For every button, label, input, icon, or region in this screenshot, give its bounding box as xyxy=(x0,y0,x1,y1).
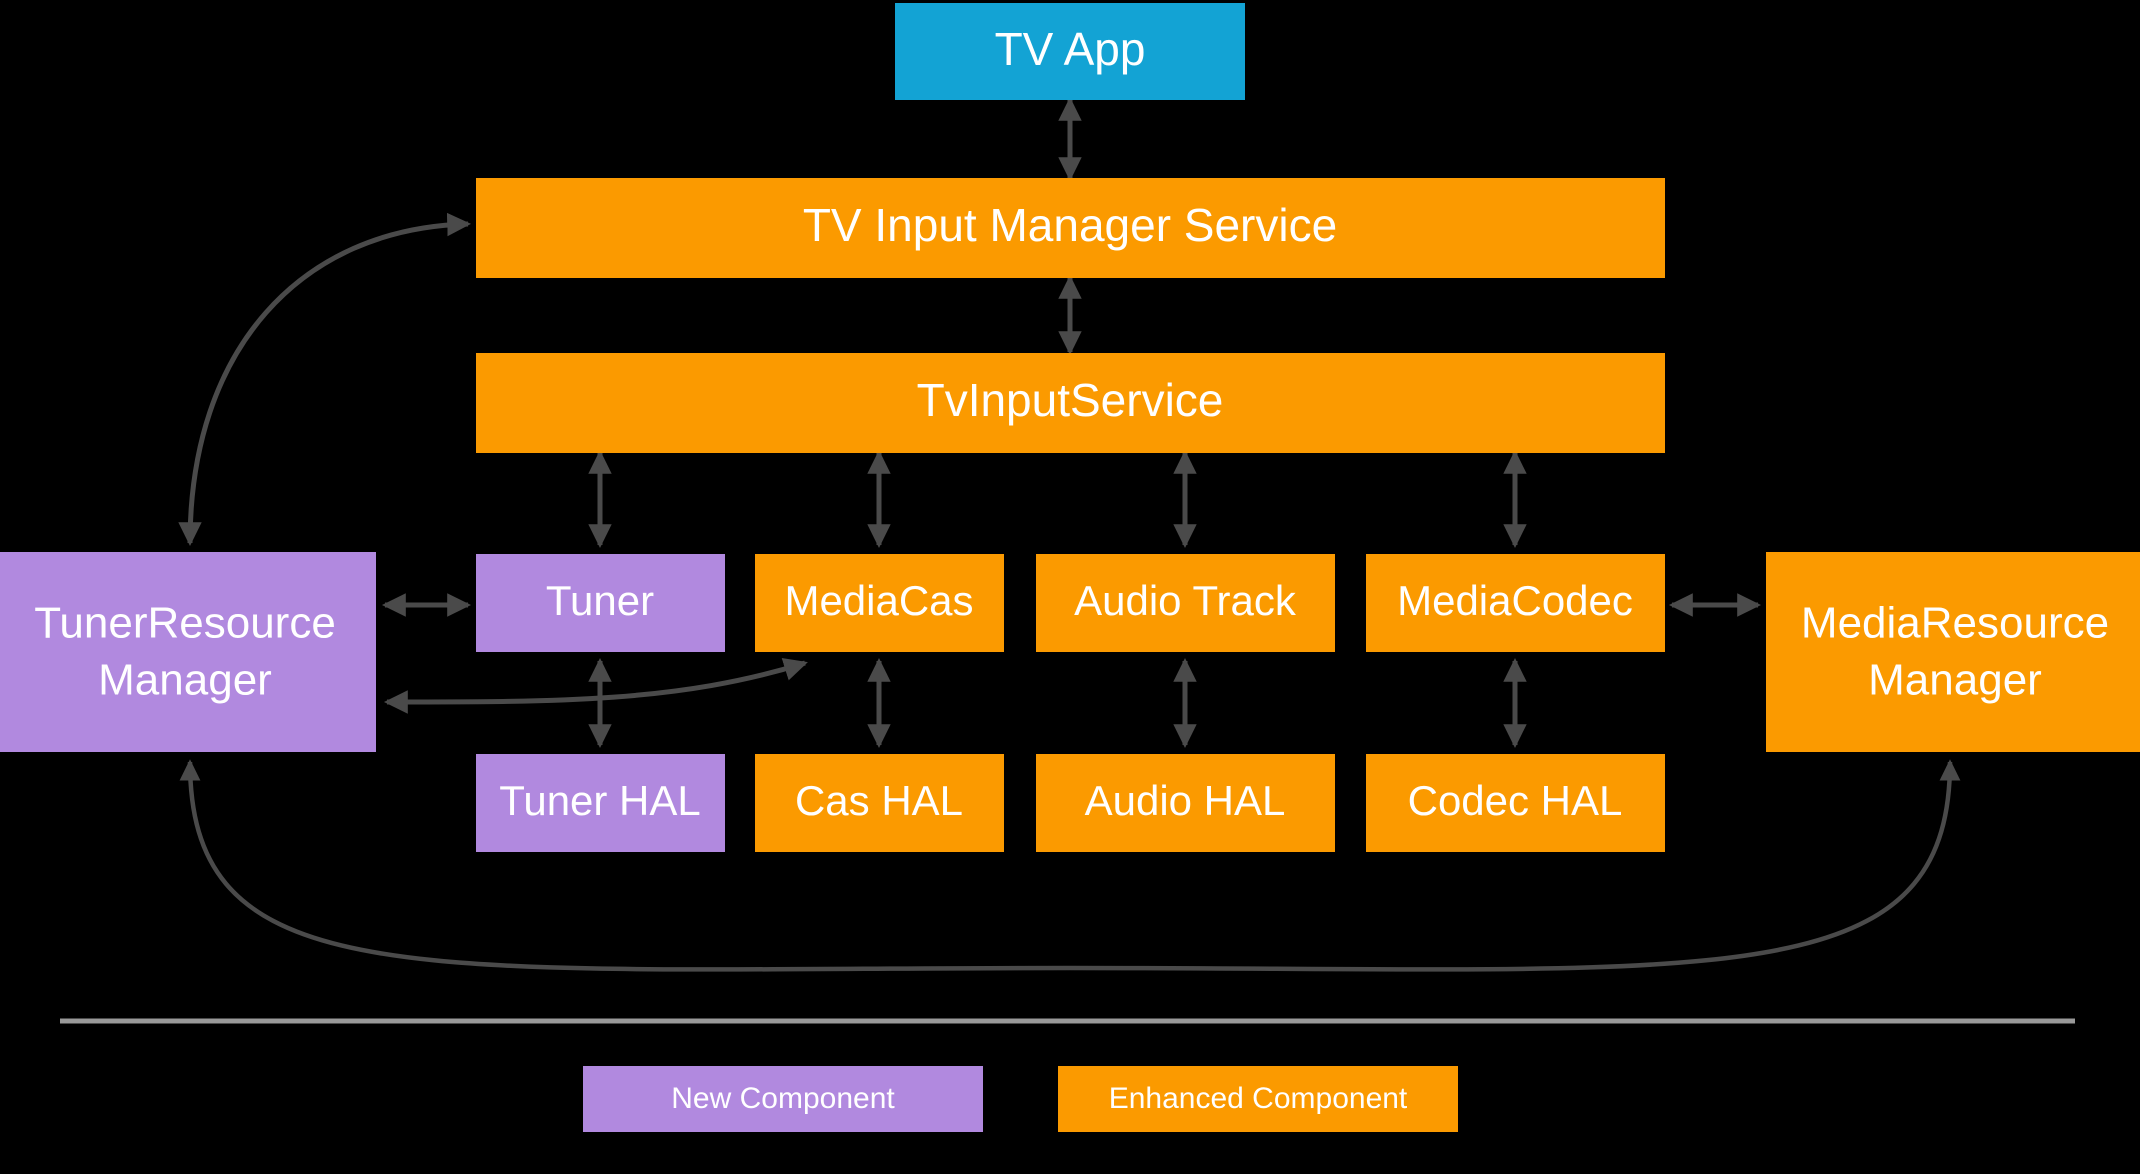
node-audio-track[interactable]: Audio Track xyxy=(1036,554,1335,652)
connector-tunerresourcemanager-tvinputmanagerservice xyxy=(178,212,472,547)
node-tuner-resource-manager-rect xyxy=(0,552,376,752)
legend-item-new-component: New Component xyxy=(583,1066,983,1132)
node-cas-hal[interactable]: Cas HAL xyxy=(755,754,1004,852)
node-tv-input-manager-service-label: TV Input Manager Service xyxy=(803,199,1337,251)
node-media-resource-manager-label-line2: Manager xyxy=(1868,656,2042,705)
node-media-cas[interactable]: MediaCas xyxy=(755,554,1004,652)
node-tuner-resource-manager-label-line1: TunerResource xyxy=(34,599,336,648)
connector-tunerresourcemanager-mediaresourcemanager xyxy=(179,759,1961,972)
node-tuner-hal-label: Tuner HAL xyxy=(499,777,701,824)
node-codec-hal-label: Codec HAL xyxy=(1408,777,1623,824)
node-cas-hal-rect xyxy=(755,754,1004,852)
node-tuner[interactable]: Tuner xyxy=(476,554,725,652)
node-tv-app-rect xyxy=(895,3,1245,100)
node-audio-track-rect xyxy=(1036,554,1335,652)
node-tuner-resource-manager-label-line2: Manager xyxy=(98,656,272,705)
node-media-resource-manager-label-line1: MediaResource xyxy=(1801,599,2109,648)
node-tv-app-label: TV App xyxy=(995,23,1146,75)
node-audio-hal[interactable]: Audio HAL xyxy=(1036,754,1335,852)
node-tv-input-manager-service[interactable]: TV Input Manager Service xyxy=(476,178,1665,278)
node-tv-input-service-label: TvInputService xyxy=(917,374,1224,426)
legend-swatch-enhanced-component xyxy=(1058,1066,1458,1132)
node-tuner-rect xyxy=(476,554,725,652)
node-media-codec-rect xyxy=(1366,554,1665,652)
node-tv-input-manager-service-rect xyxy=(476,178,1665,278)
legend-label-new-component: New Component xyxy=(671,1082,895,1115)
node-tv-input-service-rect xyxy=(476,353,1665,453)
node-tv-app[interactable]: TV App xyxy=(895,3,1245,100)
node-media-cas-label: MediaCas xyxy=(784,577,973,624)
node-media-codec[interactable]: MediaCodec xyxy=(1366,554,1665,652)
node-tv-input-service[interactable]: TvInputService xyxy=(476,353,1665,453)
node-codec-hal[interactable]: Codec HAL xyxy=(1366,754,1665,852)
node-audio-track-label: Audio Track xyxy=(1074,577,1297,624)
node-audio-hal-label: Audio HAL xyxy=(1085,777,1286,824)
node-media-resource-manager-rect xyxy=(1766,552,2140,752)
node-cas-hal-label: Cas HAL xyxy=(795,777,963,824)
node-media-codec-label: MediaCodec xyxy=(1397,577,1633,624)
node-codec-hal-rect xyxy=(1366,754,1665,852)
node-media-cas-rect xyxy=(755,554,1004,652)
legend-swatch-new-component xyxy=(583,1066,983,1132)
node-tuner-resource-manager[interactable]: TunerResource Manager xyxy=(0,552,376,752)
legend-item-enhanced-component: Enhanced Component xyxy=(1058,1066,1458,1132)
node-tuner-hal[interactable]: Tuner HAL xyxy=(476,754,725,852)
node-tuner-label: Tuner xyxy=(546,577,654,624)
connector-tunerresourcemanager-mediacas xyxy=(383,658,808,714)
legend-label-enhanced-component: Enhanced Component xyxy=(1109,1082,1408,1115)
node-tuner-hal-rect xyxy=(476,754,725,852)
node-media-resource-manager[interactable]: MediaResource Manager xyxy=(1766,552,2140,752)
node-audio-hal-rect xyxy=(1036,754,1335,852)
